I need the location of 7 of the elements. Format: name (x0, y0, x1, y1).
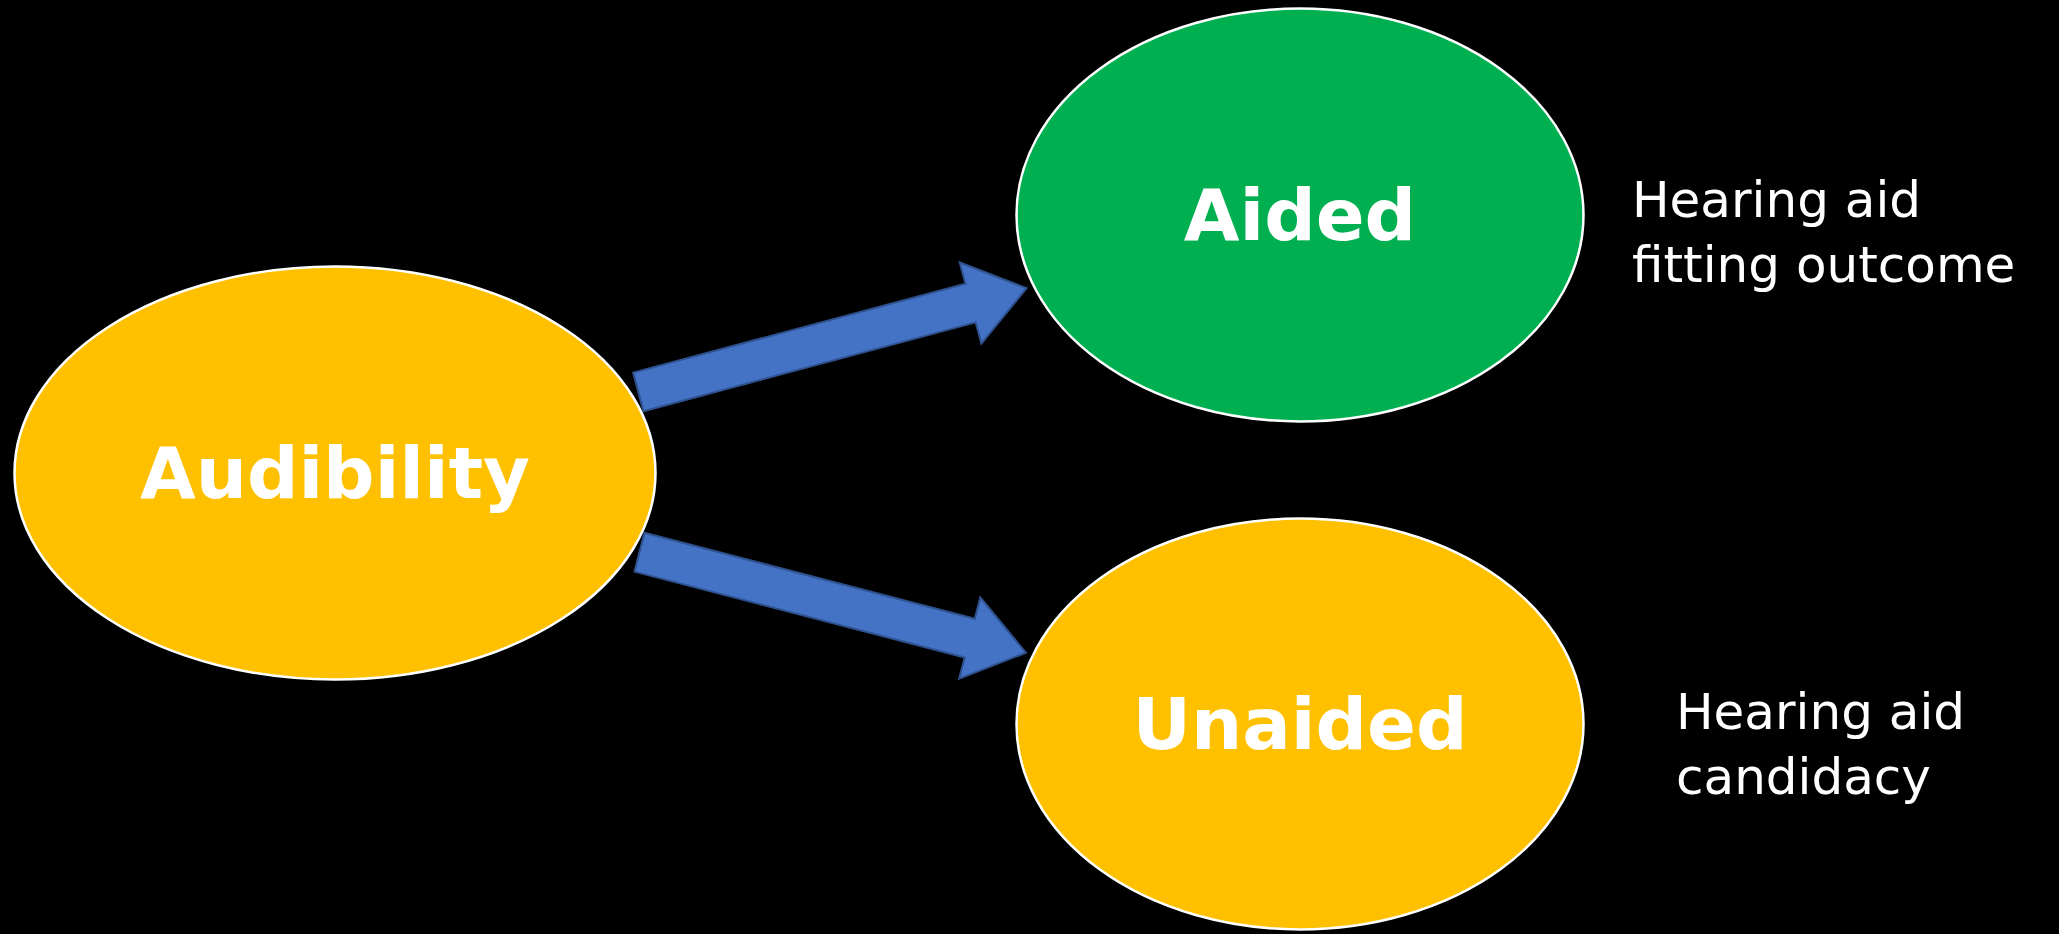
side-note: Hearing aid fitting outcome (1632, 170, 2017, 296)
side-note: Hearing aid candidacy (1676, 682, 1967, 808)
node-label: Audibility (139, 431, 531, 515)
node-label: Aided (1183, 173, 1417, 257)
node-label: Unaided (1132, 682, 1468, 766)
block-arrow (633, 531, 1028, 681)
block-arrow (631, 260, 1029, 413)
